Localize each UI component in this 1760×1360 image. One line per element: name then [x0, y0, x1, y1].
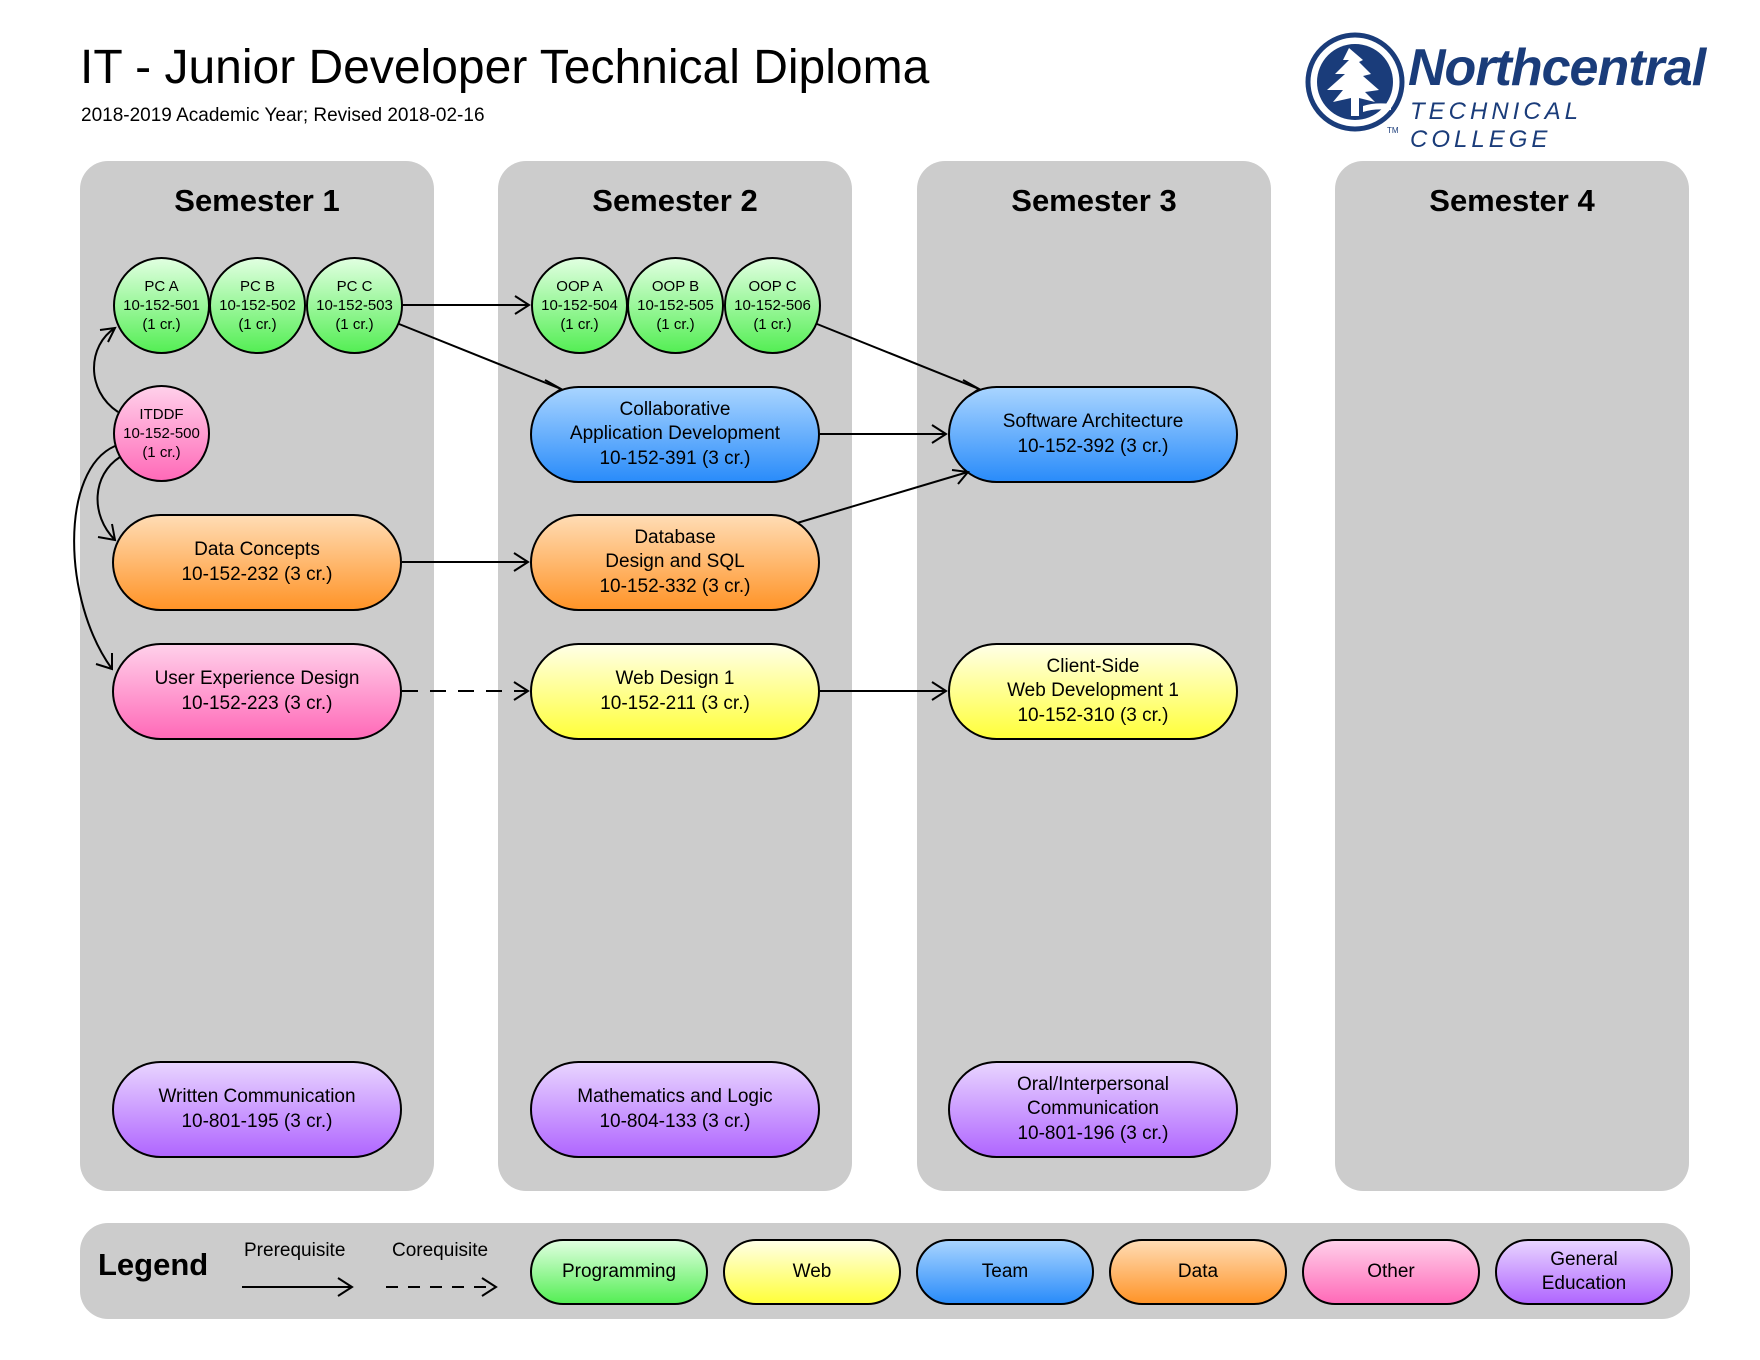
course-pc-a[interactable]: PC A 10-152-501 (1 cr.)	[113, 257, 210, 354]
course-pc-c[interactable]: PC C 10-152-503 (1 cr.)	[306, 257, 403, 354]
logo-wordmark: Northcentral	[1408, 39, 1706, 97]
college-logo: Northcentral TECHNICAL COLLEGE TM	[1305, 30, 1706, 153]
legend-other: Other	[1302, 1239, 1480, 1305]
course-user-experience-design[interactable]: User Experience Design 10-152-223 (3 cr.…	[112, 643, 402, 740]
legend: Legend Prerequisite Corequisite Programm…	[80, 1223, 1690, 1319]
course-oop-c[interactable]: OOP C 10-152-506 (1 cr.)	[724, 257, 821, 354]
course-database-design-sql[interactable]: Database Design and SQL 10-152-332 (3 cr…	[530, 514, 820, 611]
semester-heading: Semester 2	[592, 183, 758, 218]
legend-arrow-samples	[242, 1277, 498, 1297]
logo-tagline: TECHNICAL COLLEGE	[1410, 98, 1582, 153]
semester-heading: Semester 1	[174, 183, 340, 218]
logo-trademark: TM	[1387, 126, 1399, 135]
tree-emblem-icon	[1305, 32, 1405, 132]
arrowhead	[481, 1277, 498, 1297]
course-mathematics-logic[interactable]: Mathematics and Logic 10-804-133 (3 cr.)	[530, 1061, 820, 1158]
legend-prerequisite-label: Prerequisite	[244, 1240, 346, 1261]
legend-team: Team	[916, 1239, 1094, 1305]
course-oral-interpersonal-comm[interactable]: Oral/Interpersonal Communication 10-801-…	[948, 1061, 1238, 1158]
legend-title: Legend	[98, 1247, 209, 1282]
course-pc-b[interactable]: PC B 10-152-502 (1 cr.)	[209, 257, 306, 354]
page-title: IT - Junior Developer Technical Diploma	[80, 41, 930, 94]
course-itddf[interactable]: ITDDF 10-152-500 (1 cr.)	[113, 385, 210, 482]
arrowhead	[337, 1277, 354, 1297]
semester-column-4: Semester 4	[1335, 161, 1689, 1191]
legend-web: Web	[723, 1239, 901, 1305]
course-software-architecture[interactable]: Software Architecture 10-152-392 (3 cr.)	[948, 386, 1238, 483]
legend-corequisite-label: Corequisite	[392, 1240, 489, 1261]
course-web-design-1[interactable]: Web Design 1 10-152-211 (3 cr.)	[530, 643, 820, 740]
legend-general-education: General Education	[1495, 1239, 1673, 1305]
semester-heading: Semester 4	[1429, 183, 1595, 218]
course-oop-b[interactable]: OOP B 10-152-505 (1 cr.)	[627, 257, 724, 354]
course-client-side-web-dev[interactable]: Client-Side Web Development 1 10-152-310…	[948, 643, 1238, 740]
course-collaborative-app-dev[interactable]: Collaborative Application Development 10…	[530, 386, 820, 483]
semester-heading: Semester 3	[1011, 183, 1177, 218]
course-written-communication[interactable]: Written Communication 10-801-195 (3 cr.)	[112, 1061, 402, 1158]
page-subtitle: 2018-2019 Academic Year; Revised 2018-02…	[81, 105, 485, 126]
legend-data: Data	[1109, 1239, 1287, 1305]
course-data-concepts[interactable]: Data Concepts 10-152-232 (3 cr.)	[112, 514, 402, 611]
course-oop-a[interactable]: OOP A 10-152-504 (1 cr.)	[531, 257, 628, 354]
legend-programming: Programming	[530, 1239, 708, 1305]
